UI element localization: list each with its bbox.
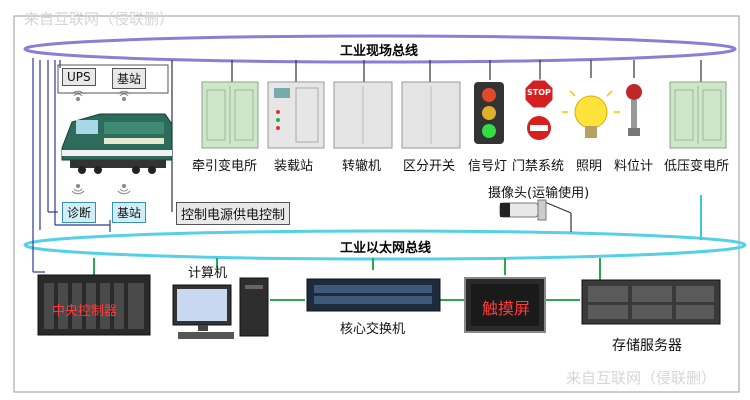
traction-substation-cabinet [201, 81, 259, 149]
low-voltage-substation-label: 低压变电所 [664, 159, 730, 174]
locomotive-icon [61, 113, 173, 174]
wifi-icon [71, 90, 85, 101]
field-bus-label: 工业现场总线 [340, 44, 419, 59]
access-control-label: 门禁系统 [512, 159, 565, 174]
no-entry-icon [527, 116, 551, 140]
camera-icon [499, 199, 547, 221]
storage-server-icon [581, 279, 721, 325]
computer-icon [172, 277, 269, 339]
watermark-bottom: 来自互联网（侵联删） [566, 369, 717, 387]
storage-server-label: 存储服务器 [612, 338, 682, 354]
train-bracket-lines [32, 58, 111, 272]
wifi-icon [71, 184, 85, 195]
level-gauge-icon [626, 84, 642, 136]
lighting-label: 照明 [576, 159, 603, 174]
ethernet-bus-label: 工业以太网总线 [340, 241, 432, 256]
base-station-top-module: 基站 [112, 68, 147, 89]
signal-light-label: 信号灯 [468, 159, 508, 174]
core-switch-label: 核心交换机 [340, 322, 406, 337]
outer-frame [13, 15, 740, 393]
section-switch-label: 区分开关 [403, 159, 456, 174]
base-station-bottom-module: 基站 [112, 202, 147, 223]
camera-label: 摄像头(运输使用) [488, 186, 590, 201]
wifi-icons [71, 90, 131, 195]
touchscreen-label: 触摸屏 [482, 299, 531, 318]
central-controller-icon [37, 274, 151, 336]
stop-sign-text: STOP [527, 88, 551, 97]
ups-module: UPS [62, 68, 96, 86]
central-controller-label: 中央控制器 [52, 304, 118, 319]
switch-machine-label: 转辙机 [342, 159, 382, 174]
field-bus-ellipse [23, 34, 737, 64]
light-bulb-icon [562, 90, 620, 138]
traction-substation-label: 牵引变电所 [192, 159, 258, 174]
diagnosis-module: 诊断 [62, 202, 97, 223]
low-voltage-substation-cabinet [669, 81, 727, 149]
wifi-icon [117, 90, 131, 101]
loading-station-cabinet [267, 81, 325, 149]
ethernet-links [93, 258, 601, 301]
stop-sign-icon [524, 79, 554, 109]
core-switch-icon [306, 278, 441, 312]
computer-label: 计算机 [188, 266, 228, 281]
section-switch-cabinet [401, 81, 461, 149]
traffic-light-icon [474, 82, 504, 144]
loading-station-label: 装载站 [274, 159, 314, 174]
touchscreen-icon [464, 277, 546, 333]
power-control-module: 控制电源供电控制 [176, 202, 291, 225]
level-gauge-label: 料位计 [614, 159, 654, 174]
switch-machine-cabinet [333, 81, 393, 149]
watermark-top: 来自互联网（侵联删） [24, 10, 175, 28]
ethernet-bus-ellipse [23, 229, 747, 261]
wifi-icon [117, 184, 131, 195]
upper-module-frame [57, 64, 169, 94]
